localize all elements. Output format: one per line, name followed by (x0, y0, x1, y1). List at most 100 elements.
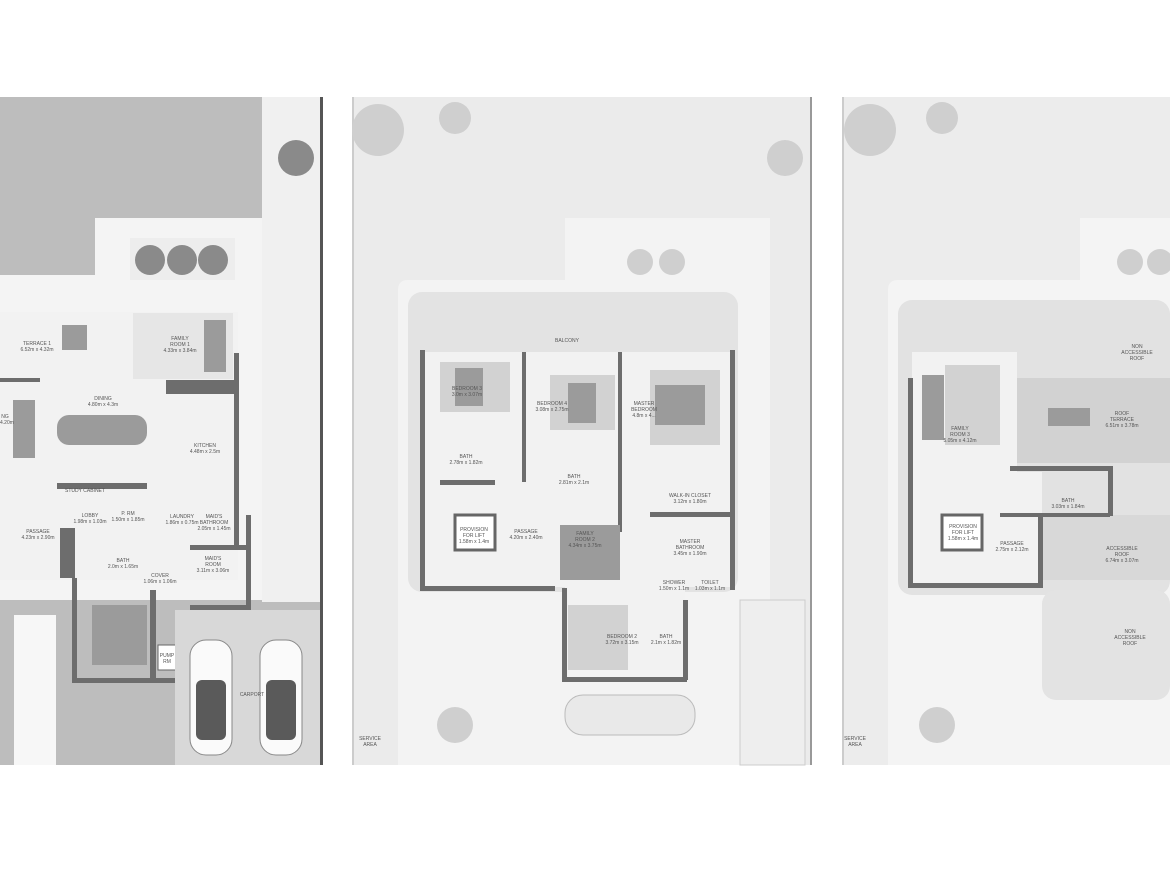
room-name-label: FAMILY (951, 426, 969, 432)
terrace-table-icon (62, 325, 87, 350)
sofa-icon (560, 525, 620, 580)
room-name-label: DINING (94, 396, 112, 402)
room-name-label: ROOM 3 (950, 432, 970, 438)
room-name-label: LOBBY (82, 513, 99, 519)
room-name-label: BEDROOM 4 (537, 401, 567, 407)
room-name-label: SHOWER (663, 580, 686, 586)
room-name-label: ROOM 1 (170, 342, 190, 348)
room-name-label: MASTER (634, 401, 655, 407)
room-name-label: BATH (1062, 498, 1075, 504)
room-name-label: SERVICE (844, 736, 867, 742)
room-dimensions-label: 1.98m x 1.03m (73, 519, 106, 525)
room-name-label: PASSAGE (1000, 541, 1024, 547)
room-dimensions-label: 4.34m x 3.75m (568, 543, 601, 549)
room-name-label: ROOF (1130, 356, 1144, 362)
room-dimensions-label: 4.23m x 2.90m (21, 535, 54, 541)
room-name-label: PROVISION (949, 524, 977, 530)
bed-icon (455, 368, 483, 406)
room-name-label: ACCESSIBLE (1121, 350, 1153, 356)
room-dimensions-label: 1.86m x 0.75m (165, 520, 198, 526)
room-name-label: MAID'S (205, 556, 222, 562)
sofa-icon (922, 375, 944, 440)
non-accessible-roof-lower (1042, 590, 1170, 700)
room-name-label: FAMILY (576, 531, 594, 537)
room-name-label: AREA (363, 742, 377, 748)
room-name-label: NON (1131, 344, 1143, 350)
room-dimensions-label: 3.08m x 2.75m (535, 407, 568, 413)
entrance-steps (14, 615, 56, 765)
room-name-label: ACCESSIBLE (1106, 546, 1138, 552)
room-dimensions-label: 6.74m x 3.07m (1105, 558, 1138, 564)
room-dimensions-label: 4.20m x 2.40m (509, 535, 542, 541)
room-name-label: ROOM (205, 562, 221, 568)
boundary-wall (320, 97, 323, 765)
bed-icon (92, 605, 147, 665)
room-dimensions-label: 4.33m x 3.84m (163, 348, 196, 354)
room-name-label: ROOF (1115, 411, 1129, 417)
room-name-label: ROOF (1115, 552, 1129, 558)
room-name-label: MASTER (680, 539, 701, 545)
room-name-label: ROOM 2 (575, 537, 595, 543)
room-name-label: NON (1124, 629, 1136, 635)
room-name-label: TERRACE 1 (23, 341, 51, 347)
room-dimensions-label: 1.06m x 1.06m (143, 579, 176, 585)
room-name-label: FOR LIFT (952, 530, 974, 536)
dining-table-icon (1048, 408, 1090, 426)
side-path (262, 97, 320, 602)
room-dimensions-label: 1.58m x 1.4m (459, 539, 489, 545)
tree-icon (926, 102, 958, 134)
roof-terrace-floor (1017, 378, 1170, 463)
bed-icon (568, 383, 596, 423)
room-dimensions-label: 3.03m x 1.84m (1051, 504, 1084, 510)
room-dimensions-label: 5.05m x 4.12m (943, 438, 976, 444)
shrub-icon (198, 245, 228, 275)
room-name-label: FOR LIFT (463, 533, 485, 539)
ground-floor-plan (0, 97, 323, 765)
room-dimensions-label: 3.11m x 3.06m (197, 568, 230, 574)
room-dimensions-label: 4.48m x 2.5m (190, 449, 220, 455)
room-name-label: BATHROOM (676, 545, 705, 551)
dining-table-icon (57, 415, 147, 445)
pergola-carport (739, 599, 806, 766)
shrub-icon (627, 249, 653, 275)
room-name-label: PASSAGE (26, 529, 50, 535)
first-floor-plan (352, 97, 812, 766)
room-name-label: BATH (568, 474, 581, 480)
room-name-label: BEDROOM (631, 407, 657, 413)
room-dimensions-label: 3.45m x 1.90m (673, 551, 706, 557)
shrub-icon (135, 245, 165, 275)
tree-icon (767, 140, 803, 176)
room-name-label: TERRACE (1110, 417, 1135, 423)
bed-icon (655, 385, 705, 425)
room-name-label: AREA (848, 742, 862, 748)
room-name-label: PASSAGE (514, 529, 538, 535)
room-dimensions-label: 3.72m x 3.15m (605, 640, 638, 646)
lift-provision (453, 513, 497, 552)
room-name-label: KITCHEN (194, 443, 216, 449)
tree-icon (278, 140, 314, 176)
roof-plan (842, 97, 1170, 765)
room-name-label: ACCESSIBLE (1114, 635, 1146, 641)
tree-icon (919, 707, 955, 743)
room-name-label: WALK-IN CLOSET (669, 493, 711, 499)
shrub-icon (659, 249, 685, 275)
room-dimensions-label: 2.0m x 1.65m (108, 564, 138, 570)
room-dimensions-label: 3.0m x 3.07m (452, 392, 482, 398)
accessible-roof-floor (1042, 515, 1170, 580)
room-dimensions-label: 1.50m x 1.1m (659, 586, 689, 592)
room-name-label: BATH (660, 634, 673, 640)
room-dimensions-label: 1.58m x 1.4m (948, 536, 978, 542)
room-name-label: MAID'S (206, 514, 223, 520)
room-dimensions-label: 2.78m x 1.82m (449, 460, 482, 466)
room-name-label: TOILET (701, 580, 718, 586)
room-name-label: SERVICE (359, 736, 382, 742)
room-dimensions-label: 6.52m x 4.32m (20, 347, 53, 353)
room-dimensions-label: 4.80m x 4.3m (88, 402, 118, 408)
room-dimensions-label: 2.05m x 1.45m (197, 526, 230, 532)
shrub-icon (167, 245, 197, 275)
room-name-label: BATH (117, 558, 130, 564)
room-dimensions-label: x 4.20m (0, 420, 14, 426)
sofa-icon (13, 400, 35, 458)
